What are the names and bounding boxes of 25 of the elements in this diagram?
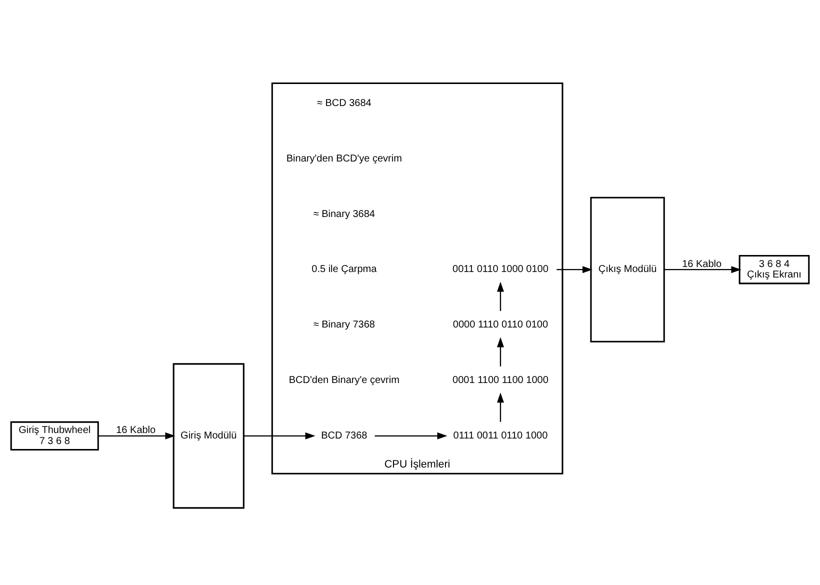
edge-label: 16 Kablo — [682, 258, 722, 270]
node-text: ≈ BCD 3684 — [316, 98, 372, 109]
node-text: BCD 7368 — [321, 430, 368, 442]
arrow — [98, 432, 176, 440]
edge-label: 16 Kablo — [116, 425, 156, 436]
node-text: ≈ Binary 7368 — [313, 320, 375, 331]
arrow — [496, 282, 504, 311]
node-text: 0001 1100 1100 1000 — [452, 375, 548, 386]
node-box: Giriş Modülü — [172, 363, 244, 509]
node-text: Binary'den BCD'ye çevrim — [286, 153, 402, 164]
node-box: 3 6 8 4 Çıkış Ekranı — [738, 254, 810, 284]
node-text: 0000 1110 0110 0100 — [452, 320, 548, 331]
node-text: BCD'den Binary'e çevrim — [288, 375, 400, 386]
arrow — [496, 337, 504, 366]
node-text: 0011 0110 1000 0100 — [452, 264, 548, 276]
node-box: Çıkış Modülü — [590, 196, 665, 342]
arrow — [374, 432, 448, 440]
node-text: ≈ Binary 3684 — [313, 208, 375, 220]
node-box: Giriş Thubwheel 7 3 6 8 — [10, 421, 99, 451]
node-text: 0111 0011 0110 1000 — [453, 430, 548, 442]
arrow — [664, 266, 742, 274]
node-text: 0.5 ile Çarpma — [312, 264, 377, 276]
arrow — [556, 266, 592, 274]
arrow — [244, 432, 316, 440]
arrow — [496, 392, 504, 422]
